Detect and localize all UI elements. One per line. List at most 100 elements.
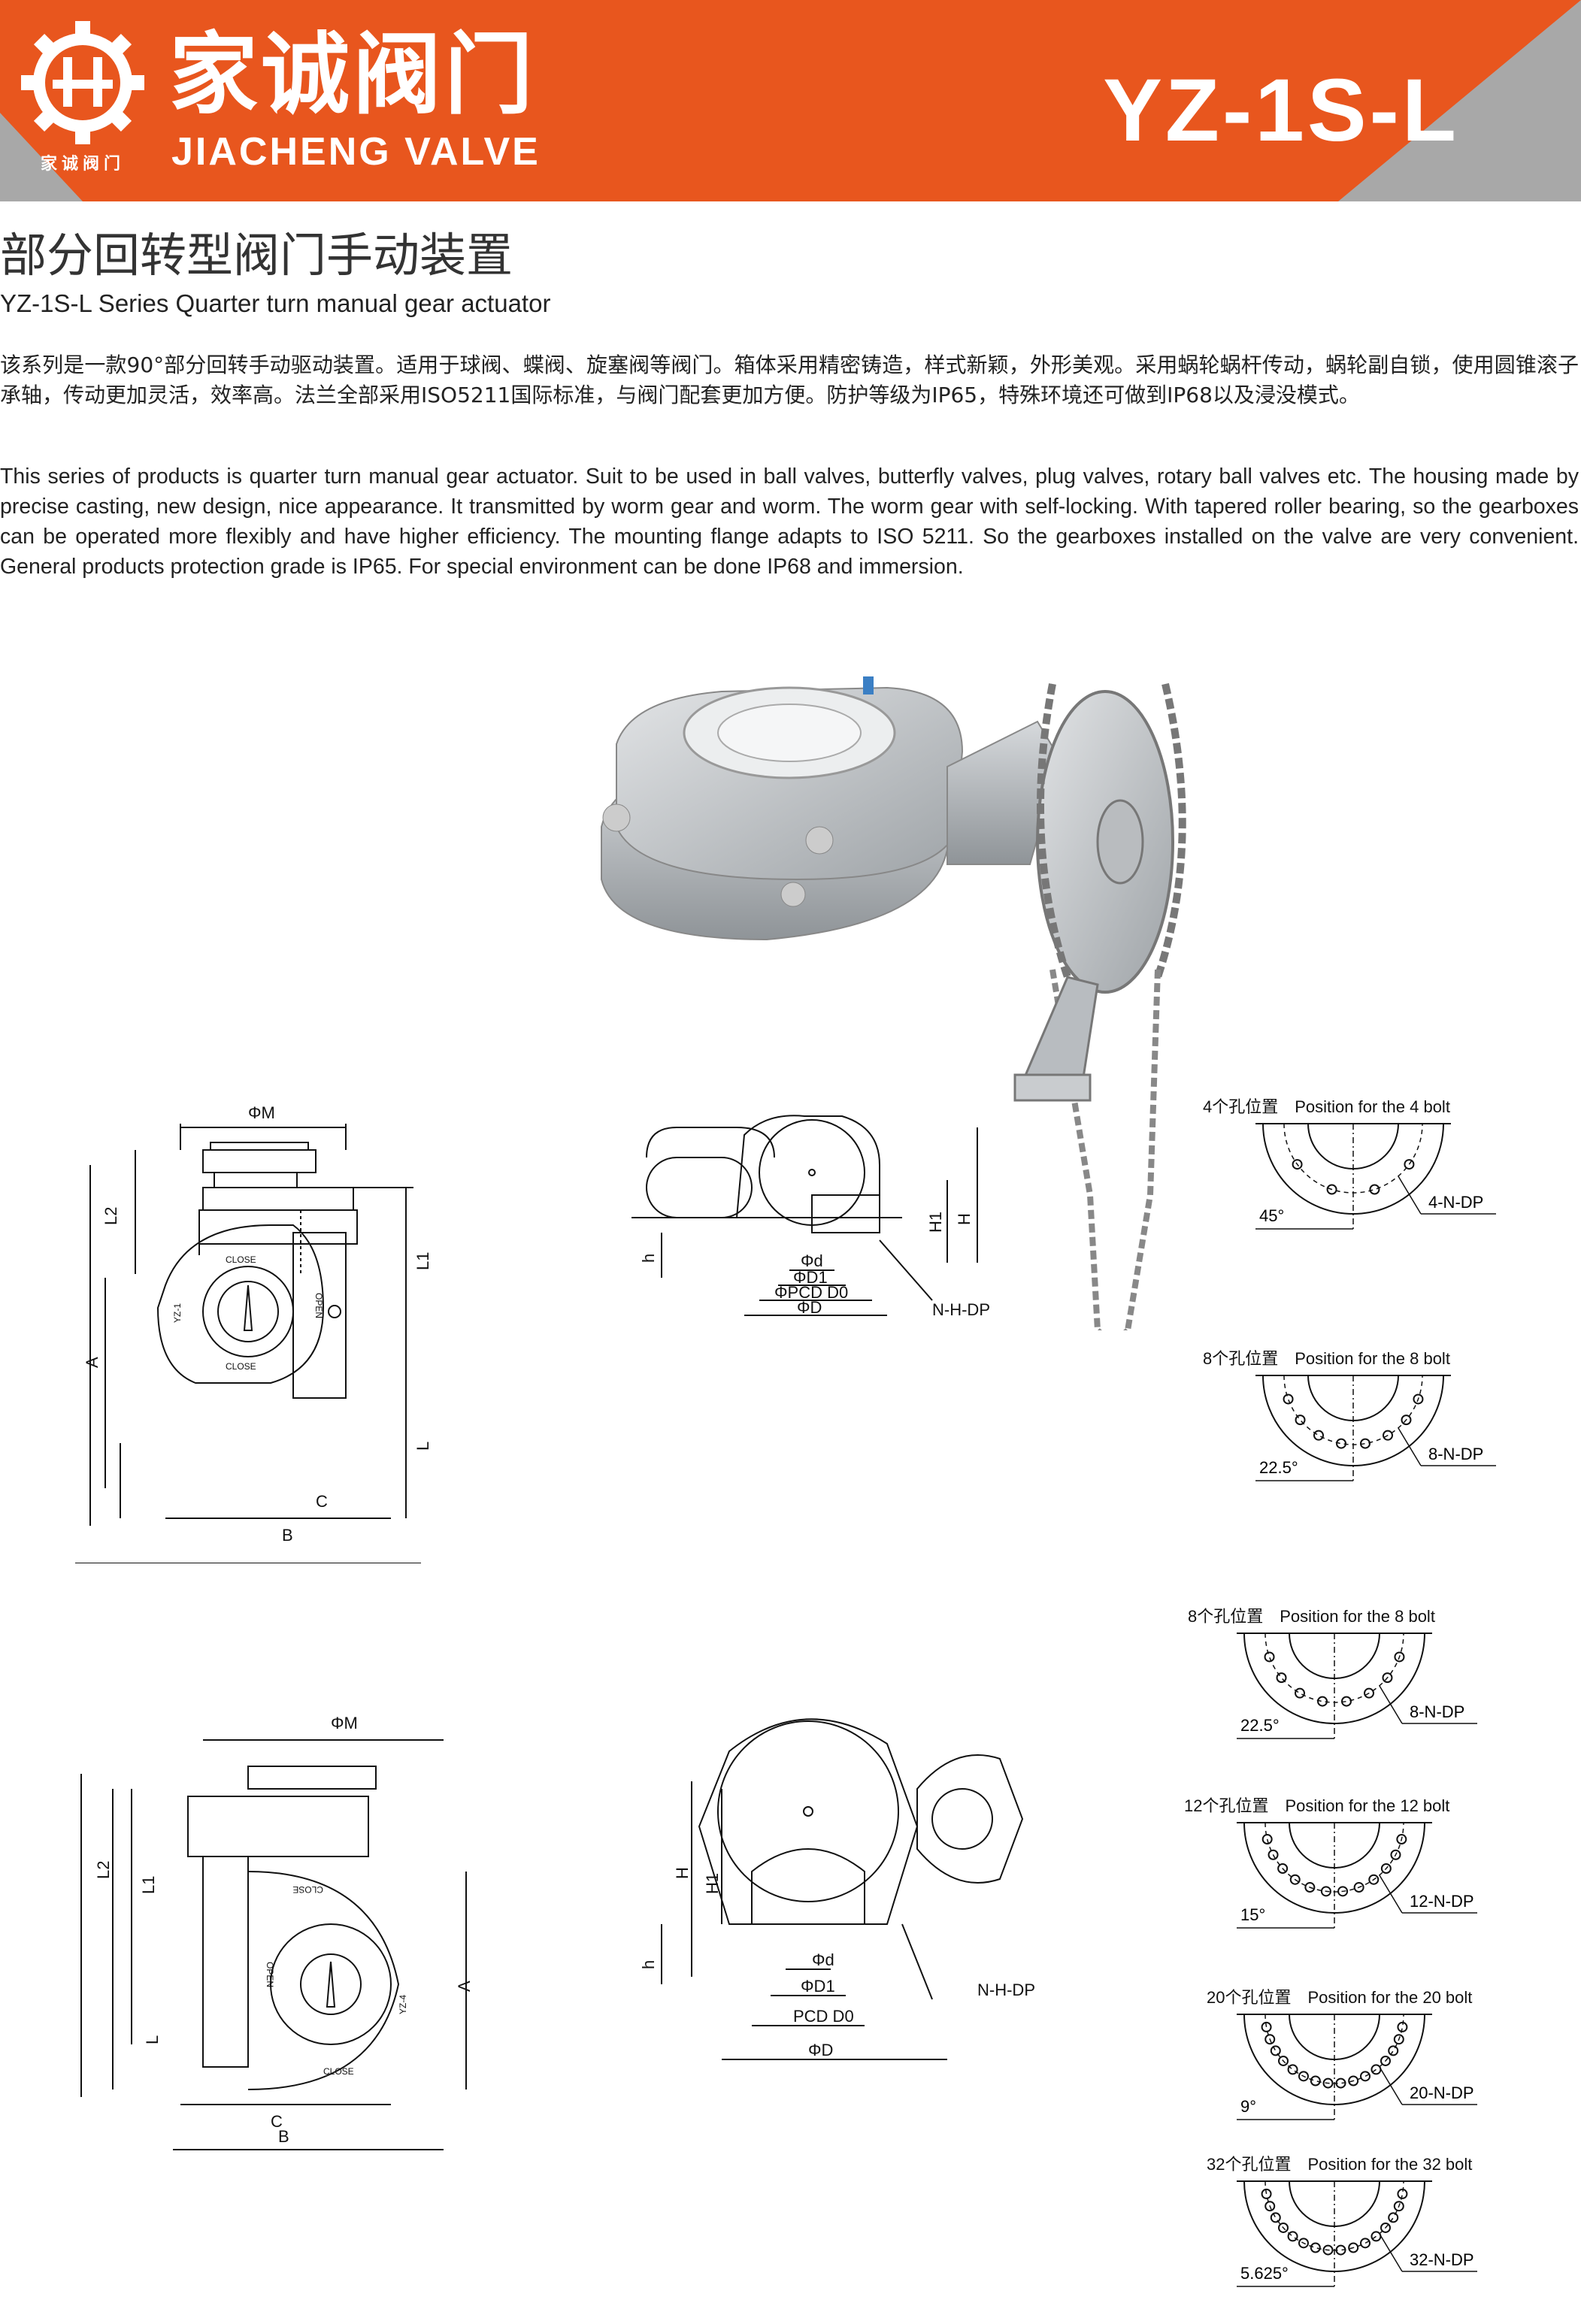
- bolt-hole: [1261, 2021, 1272, 2032]
- dim-phipcd-2: PCD D0: [793, 2007, 854, 2026]
- dim-small-h-1: h: [639, 1254, 658, 1263]
- bolt-hole: [1380, 2222, 1391, 2233]
- bolt-hole: [1289, 1874, 1301, 1885]
- product-photo: [601, 676, 1186, 1330]
- bolt-count-label: 20-N-DP: [1410, 2083, 1474, 2102]
- bolt-hole: [1382, 1672, 1393, 1684]
- label-close-1: CLOSE: [226, 1254, 256, 1265]
- bolt-hole: [1320, 1886, 1331, 1897]
- bolt-hole: [1397, 2188, 1408, 2199]
- bolt-hole: [1295, 1415, 1306, 1426]
- bolt-hole: [1360, 2071, 1371, 2082]
- dim-l2-2: L2: [94, 1861, 113, 1879]
- bolt-hole: [1270, 2212, 1281, 2223]
- bolt-angle-label: 22.5°: [1259, 1458, 1298, 1477]
- bolt-hole: [1317, 1696, 1328, 1707]
- dim-l1-2: L1: [139, 1876, 158, 1894]
- dim-phid1-2: ΦD1: [801, 1977, 835, 1996]
- dim-phim-1: ΦM: [248, 1103, 275, 1122]
- label-model-2: YZ-4: [398, 1995, 408, 2014]
- page-title-cn: 部分回转型阀门手动装置: [0, 228, 513, 283]
- header-banner: 家诚阀门 JIACHENG VALVE 家诚阀门 YZ-1S-L: [0, 0, 1581, 201]
- dim-b-2: B: [278, 2127, 289, 2146]
- bolt-count-label: 32-N-DP: [1410, 2250, 1474, 2269]
- bolt-hole: [1292, 1159, 1303, 1170]
- bolt-hole: [1277, 1863, 1289, 1875]
- brand-name-small: 家诚阀门: [41, 155, 126, 174]
- bolt-title-en: Position for the 20 bolt: [1307, 1988, 1473, 2007]
- bolt-hole: [1397, 2021, 1408, 2032]
- bolt-hole: [1360, 2238, 1371, 2249]
- label-open-2: OPEN: [265, 1962, 275, 1987]
- dim-phipcd-1: ΦPCD D0: [774, 1283, 848, 1302]
- page-title-en: YZ-1S-L Series Quarter turn manual gear …: [0, 289, 551, 317]
- bolt-hole: [1310, 2242, 1321, 2253]
- bolt-hole: [1364, 1687, 1374, 1699]
- dim-l-2: L: [143, 2035, 162, 2044]
- dim-phid-outer-2: ΦD: [808, 2041, 833, 2059]
- bolt-angle-label: 9°: [1240, 2097, 1256, 2116]
- dim-phid-outer-1: ΦD: [797, 1298, 822, 1317]
- bolt-hole: [1283, 1393, 1294, 1405]
- dim-l1-1: L1: [413, 1252, 432, 1270]
- bolt-diagram-5: 9° 20-N-DP: [1237, 2014, 1477, 2120]
- bolt-hole: [1340, 1696, 1352, 1707]
- bolt-title-cn: 12个孔位置: [1184, 1796, 1269, 1815]
- bolt-title-cn: 20个孔位置: [1207, 1988, 1292, 2007]
- bolt-count-label: 8-N-DP: [1428, 1445, 1483, 1463]
- bolt-hole: [1287, 2064, 1298, 2075]
- bolt-hole: [1261, 2188, 1272, 2199]
- bolt-hole: [1298, 2238, 1309, 2249]
- bolt-hole: [1276, 1672, 1287, 1684]
- description-en: This series of products is quarter turn …: [0, 464, 1579, 579]
- bolt-count-label: 4-N-DP: [1428, 1193, 1483, 1212]
- bolt-title-cn: 8个孔位置: [1203, 1349, 1279, 1368]
- bolt-hole: [1336, 1438, 1347, 1449]
- brand-name-en: JIACHENG VALVE: [171, 130, 541, 174]
- bolt-hole: [1264, 1651, 1275, 1663]
- model-number: YZ-1S-L: [1103, 61, 1459, 160]
- dim-h-1: H: [955, 1213, 974, 1225]
- bolt-title-en: Position for the 8 bolt: [1295, 1349, 1450, 1368]
- bolt-title-en: Position for the 4 bolt: [1295, 1097, 1450, 1116]
- bolt-hole: [1322, 2077, 1334, 2089]
- drawing2-front-view: H H1 h Φd ΦD1 PCD D0 ΦD N-H-DP: [639, 1718, 1035, 2060]
- dim-a-2: A: [455, 1981, 474, 1992]
- bolt-hole: [1322, 2244, 1334, 2256]
- bolt-hole: [1348, 2075, 1359, 2086]
- bolt-hole: [1287, 2231, 1298, 2242]
- bolt-hole: [1313, 1430, 1324, 1441]
- dim-l-1: L: [413, 1442, 432, 1451]
- brand-name-cn: 家诚阀门: [169, 23, 537, 126]
- dim-c-1: C: [316, 1492, 328, 1511]
- bolt-hole: [1348, 2242, 1359, 2253]
- bolt-title-en: Position for the 8 bolt: [1280, 1607, 1435, 1626]
- bolt-hole: [1394, 1651, 1405, 1663]
- bolt-hole: [1270, 2045, 1281, 2056]
- bolt-hole: [1404, 1159, 1415, 1170]
- bolt-hole: [1337, 1886, 1349, 1897]
- label-close-2b: CLOSE: [323, 2066, 354, 2077]
- label-close-1b: CLOSE: [226, 1361, 256, 1372]
- label-nhdp-1: N-H-DP: [932, 1300, 990, 1319]
- dim-phim-2: ΦM: [331, 1714, 358, 1732]
- bolt-hole: [1304, 1882, 1316, 1893]
- bolt-count-label: 12-N-DP: [1410, 1892, 1474, 1911]
- dim-phid-2: Φd: [812, 1950, 834, 1969]
- bolt-hole: [1393, 2201, 1404, 2212]
- bolt-title-3: 8个孔位置 Position for the 8 bolt: [1188, 1603, 1435, 1627]
- bolt-hole: [1390, 1849, 1401, 1860]
- bolt-title-en: Position for the 32 bolt: [1307, 2155, 1473, 2174]
- drawing1-side-view: ΦM L2 L1 A L C B CLOSE CLOSE OPEN YZ-1: [75, 1103, 432, 1563]
- dim-b-1: B: [282, 1526, 293, 1545]
- bolt-title-cn: 8个孔位置: [1188, 1607, 1264, 1626]
- bolt-hole: [1298, 2071, 1309, 2082]
- dim-c-2: C: [271, 2112, 283, 2131]
- bolt-hole: [1380, 1863, 1392, 1875]
- bolt-hole: [1268, 1849, 1279, 1860]
- bolt-hole: [1335, 2077, 1346, 2089]
- bolt-hole: [1369, 1184, 1380, 1195]
- bolt-hole: [1383, 1430, 1393, 1441]
